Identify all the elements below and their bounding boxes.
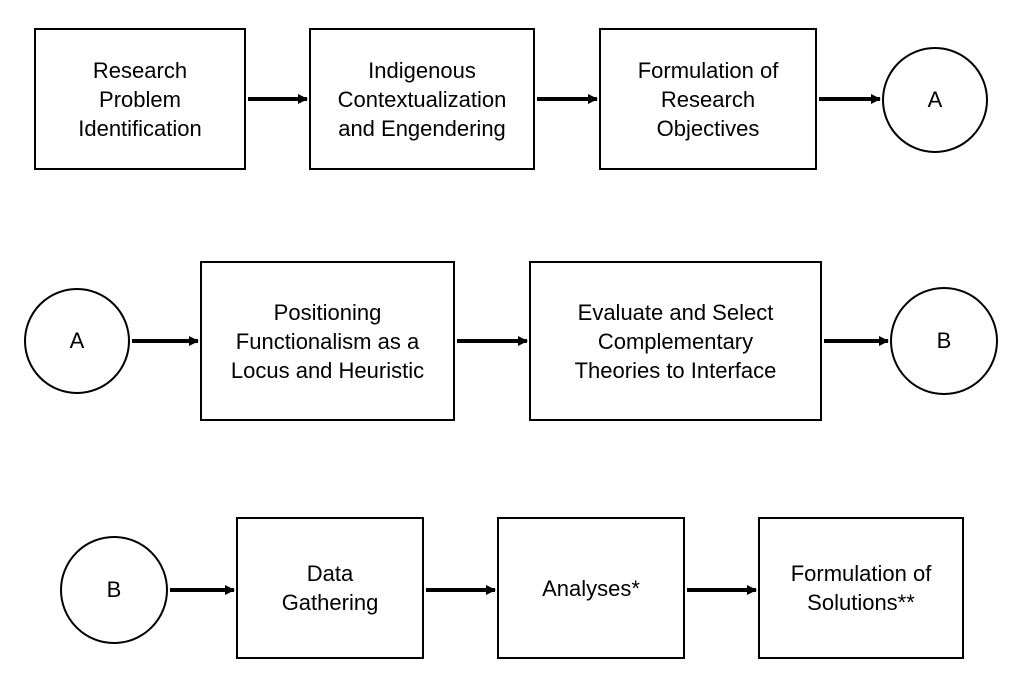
positioning-functionalism-box: Positioning Functionalism as a Locus and… [200,261,455,421]
formulation-of-research-objectives-label: Formulation of Research Objectives [637,57,779,141]
connector-a-in: A [24,288,130,394]
connector-b-in: B [60,536,168,644]
data-gathering-label: Data Gathering [281,561,379,615]
research-problem-identification-box: Research Problem Identification [34,28,246,170]
analyses-label: Analyses* [542,575,640,601]
indigenous-contextualization-box: Indigenous Contextualization and Engende… [309,28,535,170]
research-problem-identification-label: Research Problem Identification [78,57,202,141]
analyses-box: Analyses* [497,517,685,659]
connector-a-out: A [882,47,988,153]
connector-a-out-label: A [927,87,943,112]
evaluate-select-theories-label: Evaluate and Select Complementary Theori… [574,299,777,383]
data-gathering-box: Data Gathering [236,517,424,659]
formulation-of-research-objectives-box: Formulation of Research Objectives [599,28,817,170]
formulation-of-solutions-label: Formulation of Solutions** [790,561,932,615]
connector-b-in-label: B [106,577,122,602]
positioning-functionalism-label: Positioning Functionalism as a Locus and… [230,299,425,383]
connector-b-out: B [890,287,998,395]
connector-b-out-label: B [936,328,952,353]
connector-a-in-label: A [69,328,85,353]
formulation-of-solutions-box: Formulation of Solutions** [758,517,964,659]
evaluate-select-theories-box: Evaluate and Select Complementary Theori… [529,261,822,421]
indigenous-contextualization-label: Indigenous Contextualization and Engende… [337,57,507,141]
